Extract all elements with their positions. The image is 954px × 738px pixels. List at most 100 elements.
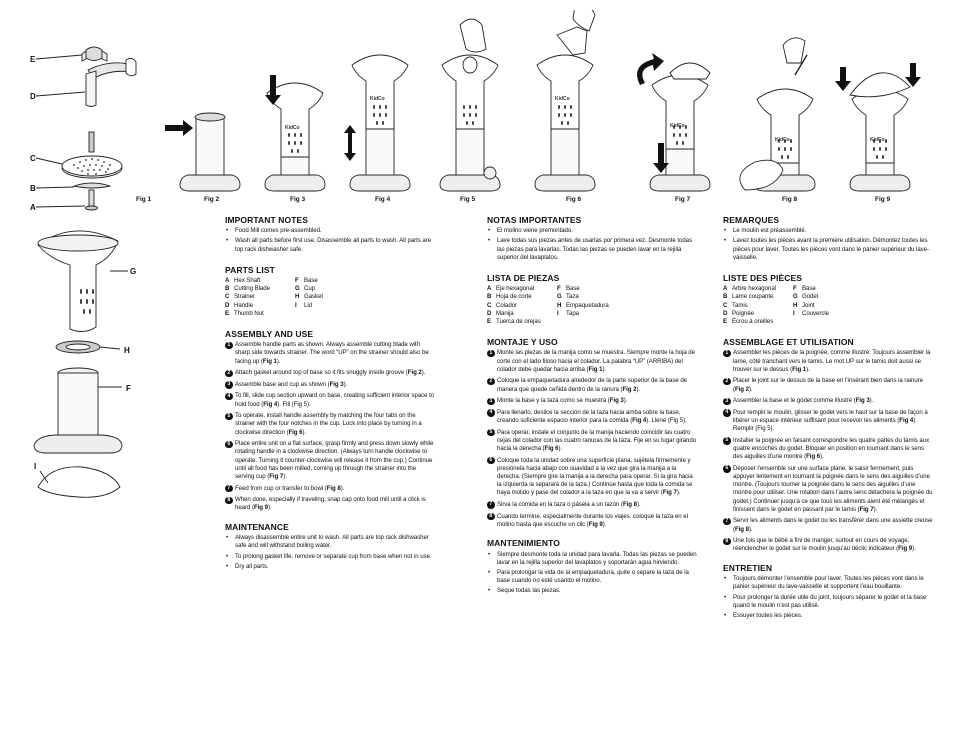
brand-logo: KidCo [670,123,685,129]
list-item: Seque todas las piezas. [487,587,697,595]
fig-label-3: Fig 3 [290,196,306,203]
strainer-part [61,155,123,179]
part-letter-f: F [126,384,131,393]
assembly-title: MONTAJE Y USO [487,337,558,348]
part-letter-g: G [130,267,136,276]
fig-label-8: Fig 8 [782,196,798,203]
brand-logo: KidCo [775,137,790,143]
figure-9: KidCo [835,63,921,192]
list-item: Food Mill comes pre-assembled. [225,227,435,235]
part-letter-i: I [34,462,36,471]
french-column: REMARQUES Le moulin est préassemblé. Lav… [723,216,933,622]
english-column: IMPORTANT NOTES Food Mill comes pre-asse… [225,216,435,573]
figure-7: KidCo [637,53,711,192]
parts-list-title: LISTA DE PIEZAS [487,273,560,284]
handle-part [85,57,137,107]
fig-label-5: Fig 5 [460,196,476,203]
figure-4: KidCo [344,54,411,192]
important-notes-title: IMPORTANT NOTES [225,215,309,225]
maintenance-title: MANTENIMIENTO [487,538,560,549]
figure-5 [439,18,501,192]
parts-list-title: LISTE DES PIÈCES [723,273,803,284]
fig-label-1: Fig 1 [136,196,152,203]
fig-label-2: Fig 2 [204,196,220,203]
maintenance-title: MAINTENANCE [225,522,289,533]
important-notes-list: El molino viene premontado. Lave todas s… [487,227,697,262]
cup-part [37,230,119,332]
list-item: Essuyer toutes les pièces. [723,612,933,620]
list-item: Pour prolonger la durée utile du joint, … [723,594,933,610]
parts-list-title: PARTS LIST [225,264,275,275]
cutting-blade-part [72,182,112,189]
brand-logo: KidCo [285,125,300,131]
brand-logo: KidCo [870,137,885,143]
part-letter-h: H [124,346,130,355]
figure-3: KidCo [264,75,326,192]
lid-part [37,466,121,498]
important-notes-list: Le moulin est préassemblé. Lavez toutes … [723,227,933,262]
brand-logo: KidCo [370,96,385,102]
important-notes-title: REMARQUES [723,215,780,225]
fig-label-6: Fig 6 [566,196,582,203]
part-letter-a: A [30,203,36,212]
spanish-column: NOTAS IMPORTANTES El molino viene premon… [487,216,697,598]
figure-2 [165,112,241,192]
list-item: Dry all parts. [225,563,435,571]
gasket-part [55,340,101,354]
fig-label-7: Fig 7 [675,196,691,203]
maintenance-list: Siempre desmonte toda la unidad para lav… [487,551,697,596]
hex-shaft-part [85,189,98,211]
assembly-figures-strip: KidCo KidCo KidCo KidCo [165,10,921,192]
assembly-title: ASSEMBLAGE ET UTILISATION [723,337,854,348]
figure-8: KidCo [739,37,816,192]
brand-logo: KidCo [555,96,570,102]
fig-label-9: Fig 9 [875,196,891,203]
important-notes-list: Food Mill comes pre-assembled. Wash all … [225,227,435,254]
